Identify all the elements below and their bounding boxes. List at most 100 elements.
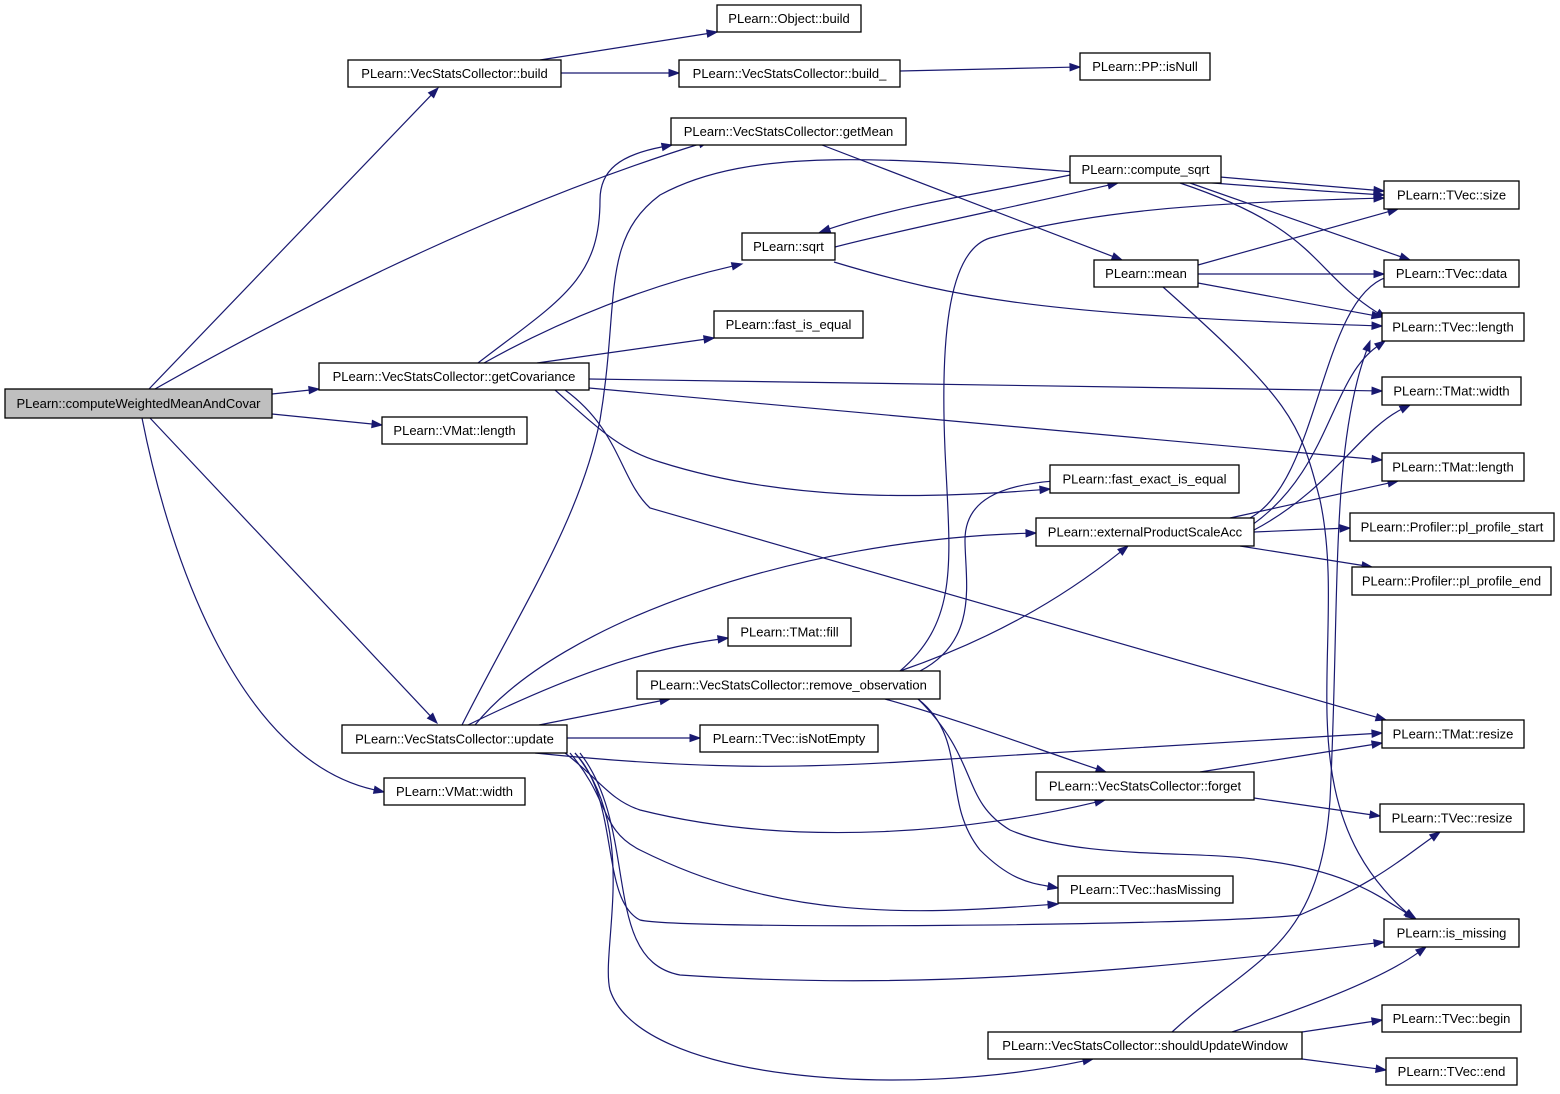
node-label: PLearn::TVec::data bbox=[1396, 266, 1508, 281]
arrowhead bbox=[705, 29, 719, 38]
node-vsc_forget[interactable]: PLearn::VecStatsCollector::forget bbox=[1035, 771, 1255, 801]
arrowhead bbox=[1370, 740, 1384, 749]
edge-line bbox=[1219, 176, 1375, 191]
arrowhead bbox=[1047, 900, 1060, 910]
edge-vsc_remove_observation-to-vsc_forget bbox=[884, 698, 1108, 773]
node-pl_profile_end[interactable]: PLearn::Profiler::pl_profile_end bbox=[1351, 566, 1552, 596]
node-box bbox=[1383, 180, 1520, 210]
node-label: PLearn::computeWeightedMeanAndCovar bbox=[16, 396, 261, 411]
node-tmat_length[interactable]: PLearn::TMat::length bbox=[1381, 452, 1525, 482]
edge-vsc_build-to-object_build bbox=[539, 29, 719, 61]
edge-line bbox=[461, 159, 1375, 726]
edge-line bbox=[1229, 482, 1389, 519]
edge-externalProductScaleAcc-to-pl_profile_start bbox=[1253, 524, 1352, 533]
edge-computeWeightedMeanAndCovar-to-vsc_update bbox=[149, 417, 439, 725]
node-computeWeightedMeanAndCovar[interactable]: PLearn::computeWeightedMeanAndCovar bbox=[4, 388, 273, 419]
node-box bbox=[347, 59, 562, 88]
node-tvec_length[interactable]: PLearn::TVec::length bbox=[1381, 312, 1525, 342]
node-box bbox=[1069, 155, 1222, 184]
node-box bbox=[1079, 52, 1211, 81]
edge-line bbox=[829, 174, 1071, 230]
edge-line bbox=[141, 417, 375, 791]
edge-line bbox=[148, 94, 432, 390]
node-tmat_width[interactable]: PLearn::TMat::width bbox=[1381, 376, 1522, 406]
node-vsc_getCovariance[interactable]: PLearn::VecStatsCollector::getCovariance bbox=[318, 362, 590, 391]
edge-line bbox=[1253, 797, 1371, 816]
edge-line bbox=[483, 265, 733, 364]
node-object_build[interactable]: PLearn::Object::build bbox=[716, 4, 862, 33]
edge-line bbox=[474, 532, 1027, 726]
node-vsc_build[interactable]: PLearn::VecStatsCollector::build bbox=[347, 59, 562, 88]
node-box bbox=[636, 670, 941, 700]
node-externalProductScaleAcc[interactable]: PLearn::externalProductScaleAcc bbox=[1035, 517, 1255, 547]
edge-externalProductScaleAcc-to-tvec_length bbox=[1251, 340, 1387, 526]
node-vsc_getMean[interactable]: PLearn::VecStatsCollector::getMean bbox=[670, 117, 907, 146]
edge-line bbox=[899, 66, 1071, 72]
node-tvec_isNotEmpty[interactable]: PLearn::TVec::isNotEmpty bbox=[699, 724, 879, 753]
node-tvec_data[interactable]: PLearn::TVec::data bbox=[1383, 259, 1520, 288]
node-tmat_resize[interactable]: PLearn::TMat::resize bbox=[1381, 719, 1525, 749]
edge-mean-to-tvec_size bbox=[1197, 207, 1400, 266]
arrowhead bbox=[371, 419, 384, 429]
node-box bbox=[670, 117, 907, 146]
edge-line bbox=[1197, 211, 1389, 266]
arrowhead bbox=[689, 733, 702, 743]
edge-line bbox=[574, 752, 1433, 927]
node-sqrt[interactable]: PLearn::sqrt bbox=[741, 232, 836, 261]
node-label: PLearn::Object::build bbox=[728, 11, 849, 26]
node-label: PLearn::VMat::length bbox=[393, 423, 515, 438]
node-pp_isNull[interactable]: PLearn::PP::isNull bbox=[1079, 52, 1211, 81]
edge-line bbox=[917, 698, 1049, 887]
node-pl_profile_start[interactable]: PLearn::Profiler::pl_profile_start bbox=[1349, 512, 1555, 542]
node-label: PLearn::TVec::resize bbox=[1392, 811, 1513, 826]
arrowhead bbox=[717, 635, 730, 644]
node-vsc_update[interactable]: PLearn::VecStatsCollector::update bbox=[341, 724, 568, 754]
edge-mean-to-tvec_data bbox=[1198, 269, 1386, 279]
edge-mean-to-tvec_length bbox=[1197, 282, 1384, 320]
node-box bbox=[987, 1031, 1303, 1060]
node-is_missing[interactable]: PLearn::is_missing bbox=[1383, 918, 1520, 948]
edge-line bbox=[154, 143, 700, 390]
node-vsc_remove_observation[interactable]: PLearn::VecStatsCollector::remove_observ… bbox=[636, 670, 941, 700]
node-fast_exact_is_equal[interactable]: PLearn::fast_exact_is_equal bbox=[1049, 464, 1240, 494]
arrowhead bbox=[1094, 764, 1108, 773]
node-label: PLearn::VecStatsCollector::remove_observ… bbox=[650, 678, 927, 693]
arrowhead bbox=[1374, 712, 1388, 722]
node-tvec_resize[interactable]: PLearn::TVec::resize bbox=[1379, 803, 1525, 833]
node-tvec_hasMissing[interactable]: PLearn::TVec::hasMissing bbox=[1057, 875, 1234, 904]
arrowhead bbox=[1339, 524, 1352, 533]
node-vmat_width[interactable]: PLearn::VMat::width bbox=[383, 777, 526, 806]
node-label: PLearn::TVec::isNotEmpty bbox=[713, 731, 866, 746]
node-label: PLearn::TMat::resize bbox=[1393, 727, 1514, 742]
node-tvec_begin[interactable]: PLearn::TVec::begin bbox=[1381, 1004, 1522, 1033]
edge-computeWeightedMeanAndCovar-to-vmat_length bbox=[271, 413, 384, 429]
arrowhead bbox=[1362, 339, 1371, 353]
node-label: PLearn::TVec::size bbox=[1397, 188, 1506, 203]
node-vsc_build_[interactable]: PLearn::VecStatsCollector::build_ bbox=[678, 59, 901, 88]
edge-line bbox=[1231, 952, 1419, 1033]
node-tmat_fill[interactable]: PLearn::TMat::fill bbox=[727, 617, 852, 647]
arrowhead bbox=[1371, 729, 1384, 738]
edge-vsc_getCovariance-to-fast_exact_is_equal bbox=[554, 389, 1052, 497]
node-compute_sqrt[interactable]: PLearn::compute_sqrt bbox=[1069, 155, 1222, 184]
edge-line bbox=[564, 752, 1096, 834]
node-vsc_shouldUpdateWindow[interactable]: PLearn::VecStatsCollector::shouldUpdateW… bbox=[987, 1031, 1303, 1060]
node-fast_is_equal[interactable]: PLearn::fast_is_equal bbox=[713, 310, 864, 339]
edge-vsc_shouldUpdateWindow-to-tvec_end bbox=[1301, 1058, 1388, 1073]
node-box bbox=[1381, 452, 1525, 482]
node-tvec_end[interactable]: PLearn::TVec::end bbox=[1385, 1057, 1518, 1086]
node-box bbox=[1349, 512, 1555, 542]
edge-line bbox=[467, 638, 719, 726]
edge-vsc_remove_observation-to-externalProductScaleAcc bbox=[899, 545, 1130, 672]
edge-externalProductScaleAcc-to-pl_profile_end bbox=[1239, 545, 1374, 570]
node-tvec_size[interactable]: PLearn::TVec::size bbox=[1383, 180, 1520, 210]
node-label: PLearn::Profiler::pl_profile_end bbox=[1362, 574, 1541, 589]
node-box bbox=[1385, 1057, 1518, 1086]
node-mean[interactable]: PLearn::mean bbox=[1093, 259, 1199, 288]
edge-line bbox=[538, 700, 661, 726]
edge-vsc_shouldUpdateWindow-to-is_missing bbox=[1231, 946, 1428, 1033]
node-label: PLearn::TVec::end bbox=[1398, 1064, 1506, 1079]
node-vmat_length[interactable]: PLearn::VMat::length bbox=[381, 416, 528, 445]
edge-vsc_update-to-externalProductScaleAcc bbox=[474, 529, 1038, 726]
